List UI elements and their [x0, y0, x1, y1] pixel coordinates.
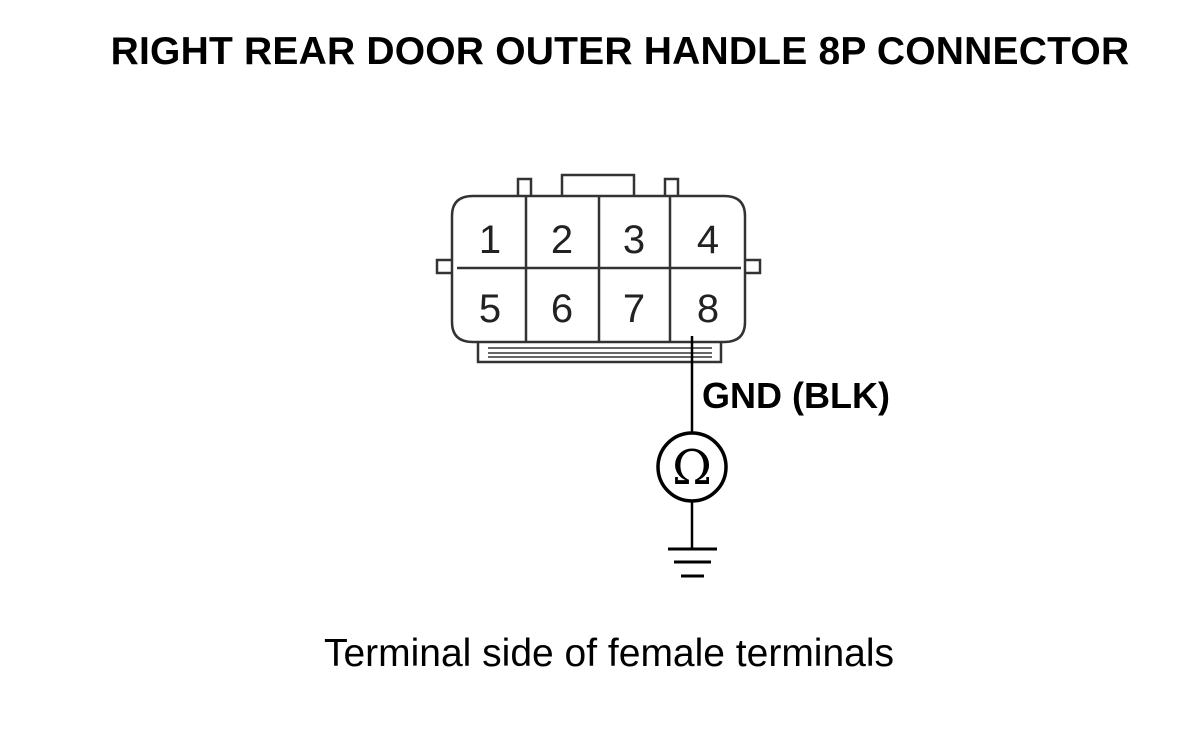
pin-6-label: 6: [551, 287, 573, 331]
pin-5-label: 5: [479, 287, 501, 331]
view-caption: Terminal side of female terminals: [323, 632, 895, 675]
ground-icon: [668, 547, 717, 578]
connector-lock-tab: [560, 173, 636, 197]
pin-3-label: 3: [623, 218, 645, 262]
pin-1-label: 1: [479, 218, 501, 262]
diagram-title: RIGHT REAR DOOR OUTER HANDLE 8P CONNECTO…: [110, 30, 1130, 73]
connector-post-left: [516, 177, 533, 197]
pin-8-label: 8: [697, 287, 719, 331]
ohmmeter-icon: Ω: [656, 431, 728, 503]
pin-4-label: 4: [697, 218, 719, 262]
pin-2-label: 2: [551, 218, 573, 262]
connector-ear-right: [744, 258, 762, 275]
ohm-symbol: Ω: [672, 440, 712, 496]
connector-ear-left: [435, 258, 452, 275]
connector-rail: [476, 342, 723, 364]
gnd-wire-label: GND (BLK): [702, 375, 890, 416]
connector-body: [450, 194, 747, 344]
connector-post-right: [663, 177, 680, 197]
pin-7-label: 7: [623, 287, 645, 331]
connector-8p: [435, 173, 762, 364]
